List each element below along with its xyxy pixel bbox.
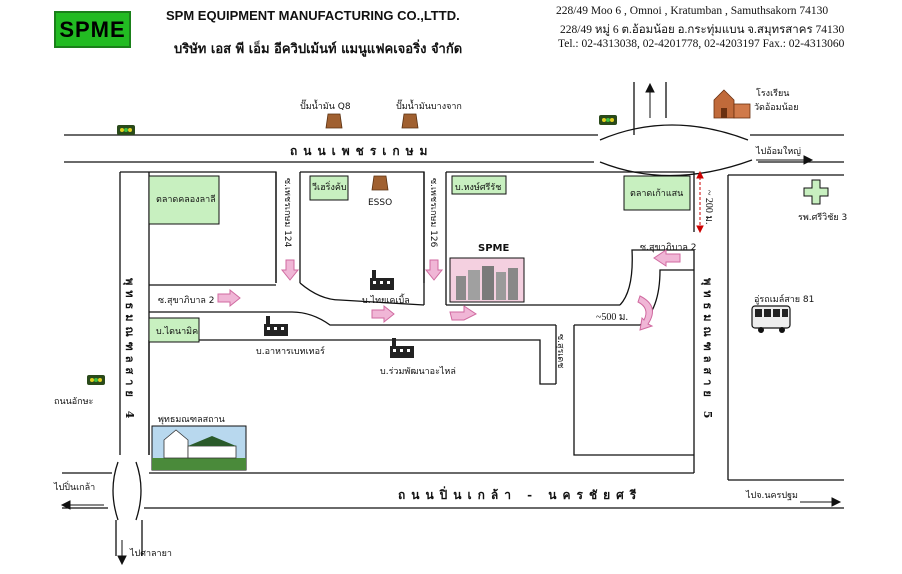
soi126-label: ซ.เพชรเกษม 126 bbox=[428, 178, 438, 248]
address-th: 228/49 หมู่ 6 ต.อ้อมน้อย อ.กระทุ่มแบน จ.… bbox=[560, 24, 845, 36]
dist-200-head-bottom bbox=[696, 225, 704, 234]
traffic-lights bbox=[87, 115, 617, 385]
bus-depot-label: อู่รถเมล์สาย 81 bbox=[754, 295, 815, 305]
factory-icon bbox=[390, 338, 414, 358]
talat-lalalee-label: ตลาดคลองลาลี bbox=[156, 195, 216, 205]
factories bbox=[264, 270, 414, 358]
roundabout-south-curve bbox=[599, 159, 753, 177]
to-omyai-label: ไปอ้อมใหญ่ bbox=[756, 147, 801, 157]
distance-500m-label: ~500 ม. bbox=[596, 312, 629, 323]
company-name-th: บริษัท เอส พี เอ็ม อีควิปเม้นท์ แมนูแฟคเ… bbox=[174, 42, 463, 57]
temple-icon bbox=[713, 89, 751, 119]
spme-label: SPME bbox=[478, 243, 510, 254]
gas-q8-icon bbox=[325, 113, 343, 129]
hospital-icon bbox=[803, 179, 829, 205]
traffic-light-icon bbox=[599, 115, 617, 125]
temple-name-label: วัดอ้อมน้อย bbox=[754, 103, 799, 113]
arrow-omyai-head bbox=[803, 155, 814, 165]
sukha2-south-edge-bend bbox=[574, 269, 694, 326]
traffic-light-icon bbox=[87, 375, 105, 385]
dist-200-head-top bbox=[696, 170, 704, 179]
soi-sura-label: ซ.สุรเดช bbox=[555, 334, 565, 369]
sukha2-north-edge bbox=[149, 282, 425, 306]
sukha2-right-label: ซ.สุขาภิบาล 2 bbox=[640, 243, 697, 253]
lot-bottom-top-edge bbox=[149, 339, 556, 385]
arrow-u-turn bbox=[637, 295, 654, 331]
tairong-label: บ.อาหารเบทเทอร์ bbox=[256, 347, 325, 357]
spme-building-icon bbox=[449, 257, 525, 303]
soi124-label: ซ.เพชรเกษม 124 bbox=[282, 178, 292, 248]
wai-reng-label: วีเฮริ่งค้บ bbox=[312, 183, 347, 193]
west-roundabout-curve-right bbox=[135, 461, 142, 521]
arrow-sukha2-east bbox=[217, 288, 241, 308]
arrow-sukha2-west bbox=[653, 249, 681, 267]
kaisorn-label: บ.ไดนามิค bbox=[156, 327, 199, 337]
lot-top-right bbox=[446, 171, 695, 232]
factory-icon bbox=[264, 316, 288, 336]
to-nakhonpathom-label: ไปจ.นครปฐม bbox=[746, 491, 798, 501]
road-pinklao-label: ถนนปิ่นเกล้า - นครชัยศรี bbox=[398, 488, 643, 502]
contact-phone-fax: Tel.: 02-4313038, 02-4201778, 02-4203197… bbox=[558, 38, 845, 50]
kaisorn-lot bbox=[148, 317, 200, 343]
bus-icon bbox=[751, 305, 791, 333]
thai-cable-label: บ.ไทยเคเบิ้ล bbox=[362, 296, 410, 306]
road-phetkasem-label: ถนนเพชรเกษม bbox=[290, 144, 434, 158]
gas-esso-icon bbox=[371, 175, 389, 191]
arrow-north-head bbox=[645, 82, 655, 93]
fresh-market-lot bbox=[623, 175, 691, 211]
to-salaya-label: ไปศาลายา bbox=[130, 549, 172, 559]
lot-bottom-right bbox=[573, 384, 694, 456]
church-icon bbox=[151, 425, 247, 471]
company-name-en: SPM EQUIPMENT MANUFACTURING CO.,LTTD. bbox=[166, 8, 460, 23]
company-logo: SPME bbox=[54, 11, 131, 48]
factory-icon bbox=[370, 270, 394, 290]
arrow-pinklao-head bbox=[60, 500, 71, 510]
arrow-salaya-head bbox=[117, 555, 127, 566]
sukha2-north-edge-bend bbox=[619, 249, 694, 306]
sukha2-left-label: ซ.สุขาภิบาล 2 bbox=[158, 296, 215, 306]
gas-bangchak-icon bbox=[401, 113, 419, 129]
ruam-label: บ.ร่วมพัฒนาอะไหล่ bbox=[380, 367, 456, 377]
gas-q8-label: ปั๊มน้ำมัน Q8 bbox=[300, 102, 351, 112]
west-roundabout-curve-left bbox=[112, 461, 119, 521]
esso-label: ESSO bbox=[368, 198, 393, 208]
gas-bangchak-label: ปั๊มน้ำมันบางจาก bbox=[396, 102, 462, 112]
traffic-light-icon bbox=[117, 125, 135, 135]
fresh-market-label: ตลาดเก้าแสน bbox=[630, 189, 684, 199]
hospital-label: รพ.ศรีวิชัย 3 bbox=[798, 213, 848, 223]
wai-reng-lot bbox=[309, 175, 349, 201]
address-en: 228/49 Moo 6 , Omnoi , Kratumban , Samut… bbox=[556, 5, 829, 17]
road-phutthamonthon4-label: พุทธมณฑลสาย 4 bbox=[123, 278, 136, 424]
arrow-nakhonpathom-head bbox=[831, 497, 842, 507]
temple-school-label: โรงเรียน bbox=[756, 89, 790, 99]
arrow-thai-cable-east bbox=[371, 304, 395, 324]
sukha2-south-edge bbox=[149, 311, 556, 326]
lot-top-mid bbox=[300, 171, 425, 283]
roundabout-north-curve bbox=[599, 124, 749, 141]
arrow-soi124-down bbox=[280, 259, 300, 281]
arrow-to-spme bbox=[449, 305, 477, 321]
siam-road-lot bbox=[451, 175, 507, 195]
arrow-soi126-down bbox=[424, 259, 444, 281]
church-label: พุทธมณฑลสถาน bbox=[158, 415, 225, 425]
to-pinklao-label: ไปปิ่นเกล้า bbox=[54, 483, 96, 493]
lot-top-left bbox=[149, 171, 277, 283]
distance-200m-label: ~ 200 ม. bbox=[703, 190, 714, 225]
road-phutthamonthon5-label: พุทธมณฑลสาย 5 bbox=[701, 278, 714, 424]
talat-lalalee-lot bbox=[148, 175, 220, 225]
aksa-road-label: ถนนอักษะ bbox=[54, 397, 94, 407]
siam-road-label: บ.หงษ์ศรีรัช bbox=[455, 183, 502, 193]
